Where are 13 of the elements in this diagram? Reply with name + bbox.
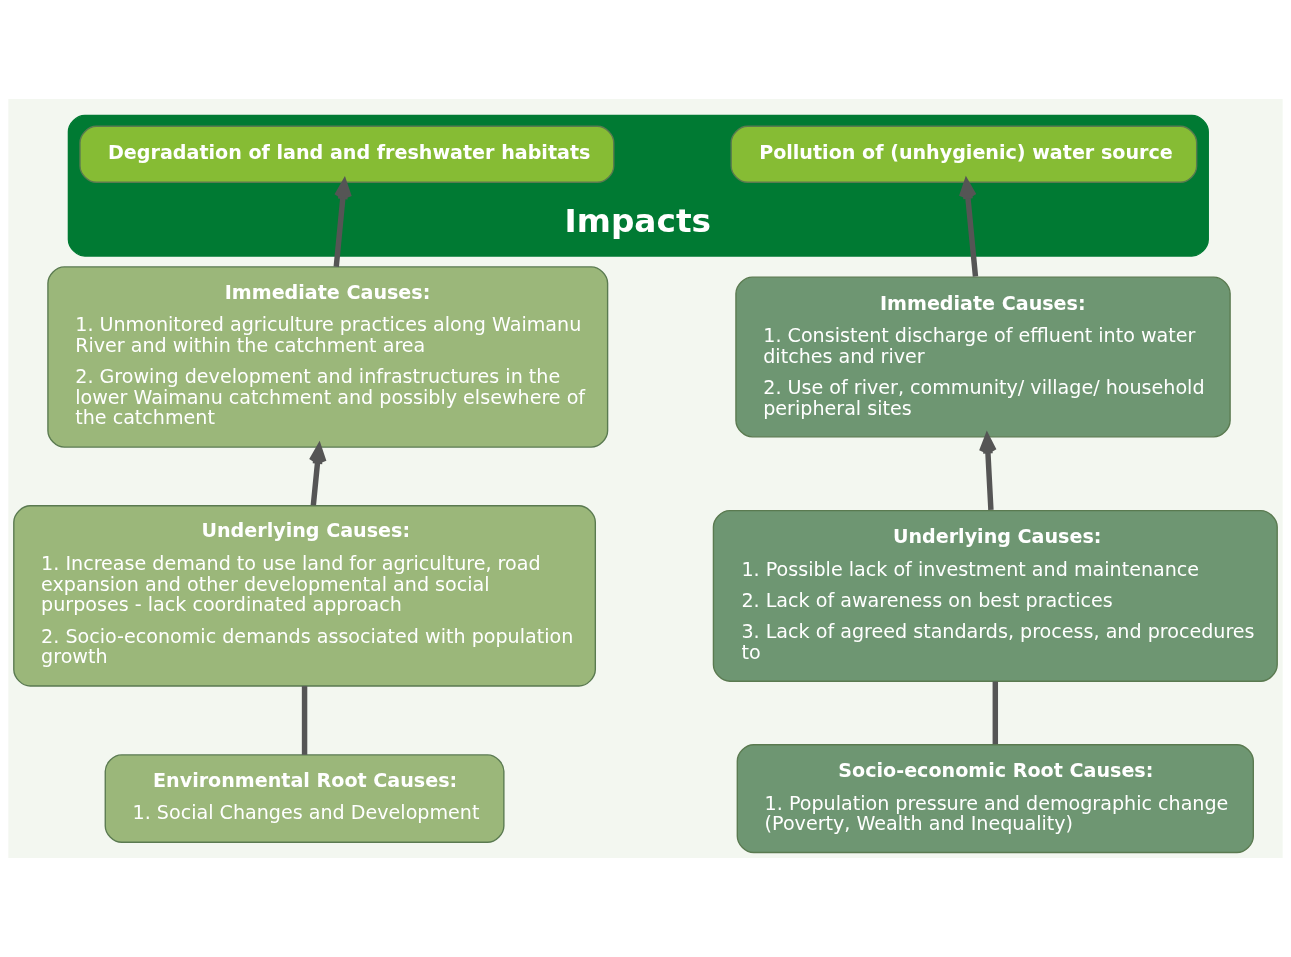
node-box: Socio-economic Root Causes: 1. Population pressure and demographic change (Poverty, Wealth and Inequality) bbox=[736, 744, 1254, 854]
node-box: Pollution of (unhygienic) water source bbox=[730, 125, 1198, 183]
connector bbox=[301, 686, 308, 755]
node-box: Immediate Causes: 1. Consistent discharge of effluent into water ditches and river 2. Use of river, community/ village/ household peripheral sites bbox=[735, 276, 1231, 438]
node-box: Environmental Root Causes: 1. Social Changes and Development bbox=[104, 754, 505, 843]
arrow bbox=[308, 444, 327, 506]
arrow bbox=[333, 179, 352, 267]
connector bbox=[992, 681, 999, 745]
node-box: Underlying Causes: 1. Increase demand to use land for agriculture, road expansion and other developmental and social purposes - lack coordinated approach 2. Socio-economic demands associated with population growth bbox=[13, 505, 596, 687]
node-box: Underlying Causes: 1. Possible lack of investment and maintenance 2. Lack of awareness on best practices 3. Lack of agreed standards, process, and procedures to bbox=[712, 509, 1278, 682]
arrow bbox=[958, 179, 979, 277]
node-box: Immediate Causes: 1. Unmonitored agriculture practices along Waimanu River and within the catchment area 2. Growing development and infrastructures in the lower Waimanu catchment and possibly elsewhere of the catchment bbox=[47, 266, 609, 448]
node-box: Degradation of land and freshwater habitats bbox=[79, 125, 615, 183]
